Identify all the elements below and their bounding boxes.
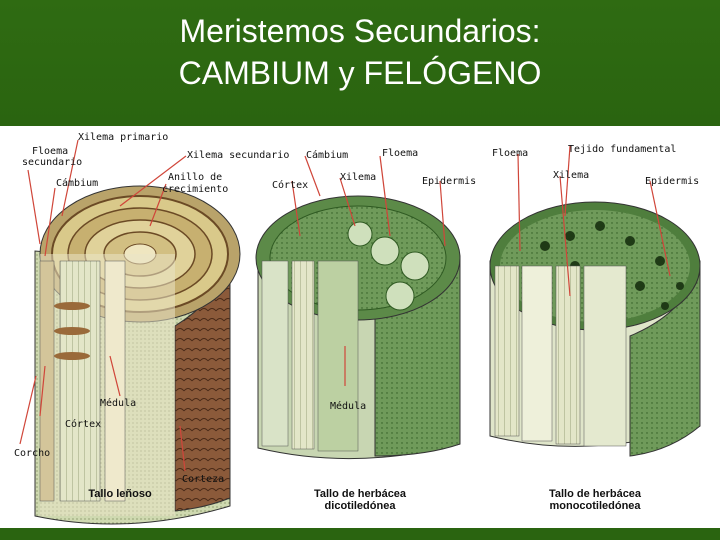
title-line-1: Meristemos Secundarios: bbox=[179, 13, 541, 49]
label-tejido-fundamental: Tejido fundamental bbox=[568, 144, 677, 155]
caption-right-line-1: Tallo de herbácea bbox=[548, 488, 642, 500]
label-medula-left: Médula bbox=[100, 398, 137, 409]
label-xilema-secundario: Xilema secundario bbox=[187, 150, 290, 161]
label-floema-mid: Floema bbox=[382, 148, 419, 159]
woody-stem bbox=[34, 185, 241, 525]
label-leader-lines bbox=[19, 139, 671, 472]
label-floema-right: Floema bbox=[492, 148, 529, 159]
slide-title: Meristemos Secundarios: CAMBIUM y FELÓGE… bbox=[0, 10, 720, 94]
label-cortex-mid: Córtex bbox=[272, 180, 309, 191]
caption-mid-line-2: dicotiledónea bbox=[324, 500, 396, 512]
label-epidermis-right: Epidermis bbox=[645, 176, 700, 187]
caption-right: Tallo de herbácea monocotiledónea bbox=[530, 488, 660, 512]
footer-bar bbox=[0, 528, 720, 540]
caption-left-line-1: Tallo leñoso bbox=[88, 488, 152, 500]
label-medula-mid: Médula bbox=[330, 401, 367, 412]
label-corcho: Corcho bbox=[14, 448, 51, 459]
caption-right-line-2: monocotiledónea bbox=[549, 500, 641, 512]
dicot-stem bbox=[255, 195, 461, 460]
label-floema-secundario-2: secundario bbox=[22, 157, 83, 168]
label-floema-secundario-1: Floema bbox=[32, 146, 69, 157]
stem-illustration bbox=[19, 139, 701, 525]
stem-diagram: Xilema primario Floema secundario Xilema… bbox=[0, 126, 720, 528]
label-anillo-1: Anillo de bbox=[168, 172, 223, 183]
label-cambium-mid: Cámbium bbox=[306, 150, 349, 161]
title-line-2: CAMBIUM y FELÓGENO bbox=[178, 55, 542, 91]
label-cortex-left: Córtex bbox=[65, 419, 102, 430]
label-xilema-right: Xilema bbox=[553, 170, 590, 181]
monocot-stem bbox=[489, 201, 701, 457]
caption-mid-line-1: Tallo de herbácea bbox=[313, 488, 407, 500]
label-epidermis-mid: Epidermis bbox=[422, 176, 477, 187]
caption-left: Tallo leñoso bbox=[70, 488, 170, 500]
label-cambium-left: Cámbium bbox=[56, 178, 99, 189]
label-anillo-2: crecimiento bbox=[162, 184, 229, 195]
label-xilema-mid: Xilema bbox=[340, 172, 377, 183]
caption-mid: Tallo de herbácea dicotiledónea bbox=[295, 488, 425, 512]
label-xilema-primario: Xilema primario bbox=[78, 132, 169, 143]
title-banner bbox=[0, 0, 720, 126]
label-corteza: Corteza bbox=[182, 474, 225, 485]
